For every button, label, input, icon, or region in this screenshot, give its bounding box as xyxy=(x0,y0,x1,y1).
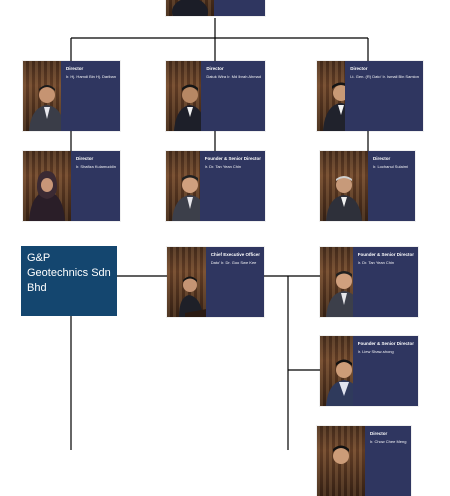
director-card-tan-yean-chin: Founder & Senior Director Ir. Dr. Tan Ye… xyxy=(166,151,265,221)
card-person-name: Ir. Lochanul Sulaimi xyxy=(373,164,408,169)
card-info-panel: Director Datuk Wira Ir. Md Ibrah Ahmad xyxy=(201,61,265,131)
card-info-panel: Founder & Senior Director Ir. Liew Shaw-… xyxy=(352,336,418,406)
card-person-name: Ir. Hj. Hamdi Bin Hj. Dariban xyxy=(65,74,116,79)
card-info-panel: Founder & Senior Director Ir. Dr. Tan Ye… xyxy=(199,151,265,221)
portrait-photo xyxy=(23,151,71,221)
card-info-panel: Director Ir. Lochanul Sulaimi xyxy=(368,151,415,221)
director-card-md-ibrah: Director Datuk Wira Ir. Md Ibrah Ahmad xyxy=(166,61,265,131)
card-person-name: Ir. Liew Shaw-shong xyxy=(357,349,394,354)
portrait-photo xyxy=(320,336,353,406)
portrait-photo xyxy=(166,61,202,131)
portrait-photo xyxy=(317,61,346,131)
card-person-name: Dato' Ir. Dr. Goo Swe Kee xyxy=(210,260,257,265)
card-role: Founder & Senior Director xyxy=(204,156,261,161)
card-role: Director xyxy=(206,66,224,71)
card-info-panel: Director Lt. Gen. (R) Dato' Ir. Ismail B… xyxy=(345,61,423,131)
company-name-line-3: Bhd xyxy=(27,282,47,294)
card-role: Founder & Senior Director xyxy=(357,341,414,346)
director-card-ismail: Director Lt. Gen. (R) Dato' Ir. Ismail B… xyxy=(317,61,423,131)
card-info-panel: Director Ir. Chow Chee Meng xyxy=(365,426,411,496)
card-role: Chief Executive Officer xyxy=(210,252,260,257)
portrait-photo xyxy=(166,0,214,16)
card-person-name: Ir. Chow Chee Meng xyxy=(370,439,407,444)
card-role: Director xyxy=(373,156,391,161)
card-info-panel: Director Ir. Shafiza Kulamuddin xyxy=(70,151,120,221)
card-info-panel: Founder & Senior Director Ir. Dr. Tan Ye… xyxy=(352,247,418,317)
card-role: Director xyxy=(65,66,84,71)
card-role: Founder & Senior Director xyxy=(357,252,414,257)
portrait-photo xyxy=(320,247,353,317)
director-card-shafiza: Director Ir. Shafiza Kulamuddin xyxy=(23,151,120,221)
card-info-panel xyxy=(214,0,265,16)
portrait-photo xyxy=(167,247,206,317)
company-name-line-1: G&P xyxy=(27,252,51,264)
card-info-panel: Chief Executive Officer Dato' Ir. Dr. Go… xyxy=(205,247,264,317)
director-card-lochanul: Director Ir. Lochanul Sulaimi xyxy=(320,151,415,221)
connector-lines xyxy=(70,18,369,450)
senior-director-card-tan-yean-chin: Founder & Senior Director Ir. Dr. Tan Ye… xyxy=(320,247,418,317)
company-name-line-2: Geotechnics Sdn xyxy=(27,267,111,279)
director-card-chow: Director Ir. Chow Chee Meng xyxy=(317,426,411,496)
portrait-photo xyxy=(317,426,365,496)
card-role: Director xyxy=(350,66,368,71)
card-role: Director xyxy=(370,431,388,436)
card-info-panel: Director Ir. Hj. Hamdi Bin Hj. Dariban xyxy=(60,61,120,131)
card-person-name: Ir. Dr. Tan Yean Chin xyxy=(357,260,395,265)
senior-director-card-liew: Founder & Senior Director Ir. Liew Shaw-… xyxy=(320,336,418,406)
card-person-name: Datuk Wira Ir. Md Ibrah Ahmad xyxy=(206,74,261,79)
card-role: Director xyxy=(75,156,94,161)
card-person-name: Ir. Dr. Tan Yean Chin xyxy=(204,164,242,169)
card-person-name: Ir. Shafiza Kulamuddin xyxy=(75,164,116,169)
portrait-photo xyxy=(320,151,368,221)
card-person-name: Lt. Gen. (R) Dato' Ir. Ismail Bin Samion xyxy=(350,74,419,79)
portrait-photo xyxy=(166,151,200,221)
top-card-cropped xyxy=(166,0,265,16)
company-box: G&P Geotechnics Sdn Bhd xyxy=(21,246,117,316)
portrait-photo xyxy=(23,61,61,131)
director-card-hamdi: Director Ir. Hj. Hamdi Bin Hj. Dariban xyxy=(23,61,120,131)
ceo-card: Chief Executive Officer Dato' Ir. Dr. Go… xyxy=(167,247,264,317)
